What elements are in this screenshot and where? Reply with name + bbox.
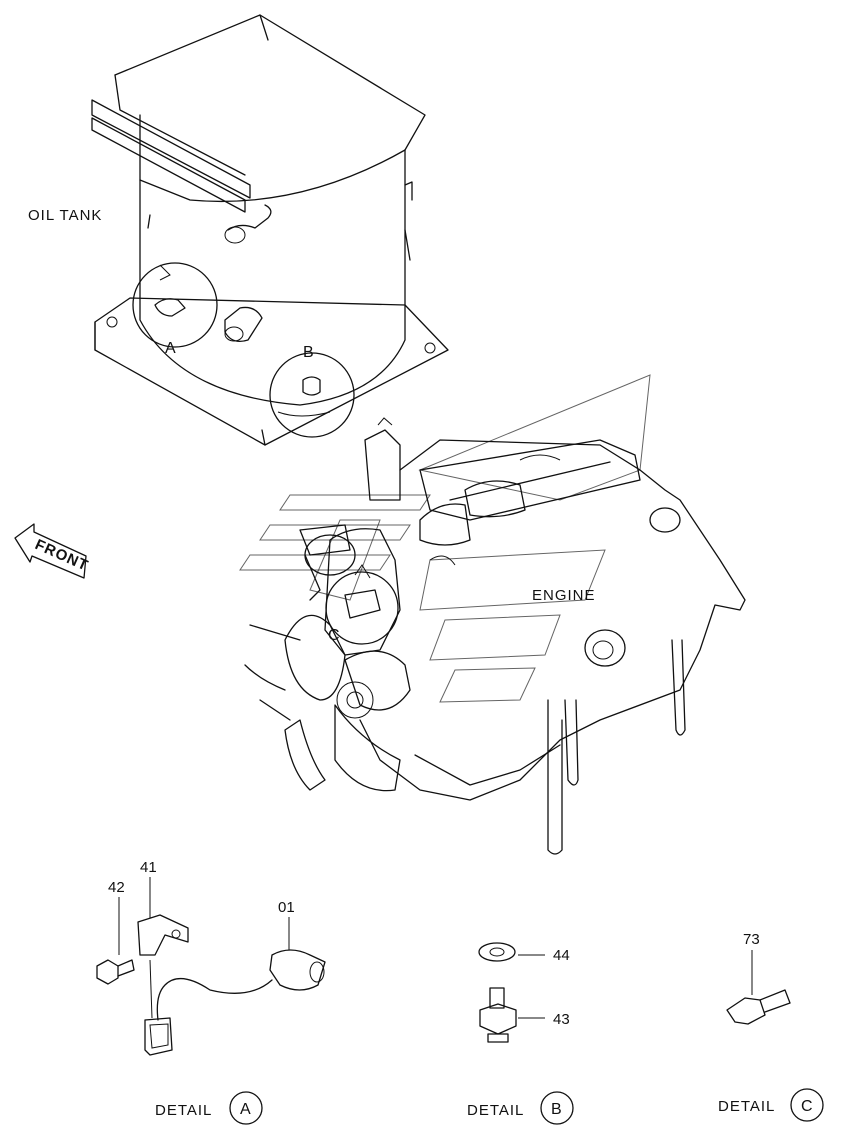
part-41-bracket: 41	[137, 859, 189, 956]
detail-a-letter: A	[240, 1101, 251, 1118]
part-42-number: 42	[108, 879, 125, 896]
part-01-switch: 01	[144, 899, 326, 1056]
detail-a-caption: DETAIL A	[155, 1091, 263, 1125]
part-44-washer: 44	[478, 942, 570, 964]
callout-circle-a: A	[132, 262, 218, 357]
callout-a-label: A	[165, 340, 176, 357]
watermark-logo	[239, 374, 651, 703]
oil-tank-label: OIL TANK	[28, 207, 102, 224]
part-01-number: 01	[278, 899, 295, 916]
part-43-sender: 43	[479, 987, 570, 1043]
part-41-number: 41	[140, 859, 157, 876]
detail-b-caption: DETAIL B	[467, 1091, 574, 1125]
detail-a-parts: 42 41 01	[96, 859, 326, 1056]
detail-a-text: DETAIL	[155, 1102, 212, 1119]
part-44-number: 44	[553, 947, 570, 964]
detail-c-letter: C	[801, 1098, 813, 1115]
detail-c-caption: DETAIL C	[718, 1088, 824, 1122]
callout-circle-c: C	[325, 564, 399, 645]
part-42-bolt: 42	[96, 879, 135, 985]
detail-b-parts: 44 43	[478, 942, 570, 1043]
detail-c-text: DETAIL	[718, 1098, 775, 1115]
callout-b-label: B	[303, 344, 314, 361]
engine-label: ENGINE	[532, 587, 596, 604]
part-43-number: 43	[553, 1011, 570, 1028]
oil-tank-drawing	[91, 14, 449, 446]
callout-c-label: C	[328, 627, 340, 644]
callout-circle-b: B	[269, 344, 355, 438]
detail-b-text: DETAIL	[467, 1102, 524, 1119]
engine-drawing	[244, 417, 746, 855]
front-arrow: FRONT	[14, 523, 91, 579]
detail-b-letter: B	[551, 1101, 562, 1118]
part-73-number: 73	[743, 931, 760, 948]
detail-c-parts: 73	[726, 931, 791, 1025]
part-73-sensor: 73	[726, 931, 791, 1025]
